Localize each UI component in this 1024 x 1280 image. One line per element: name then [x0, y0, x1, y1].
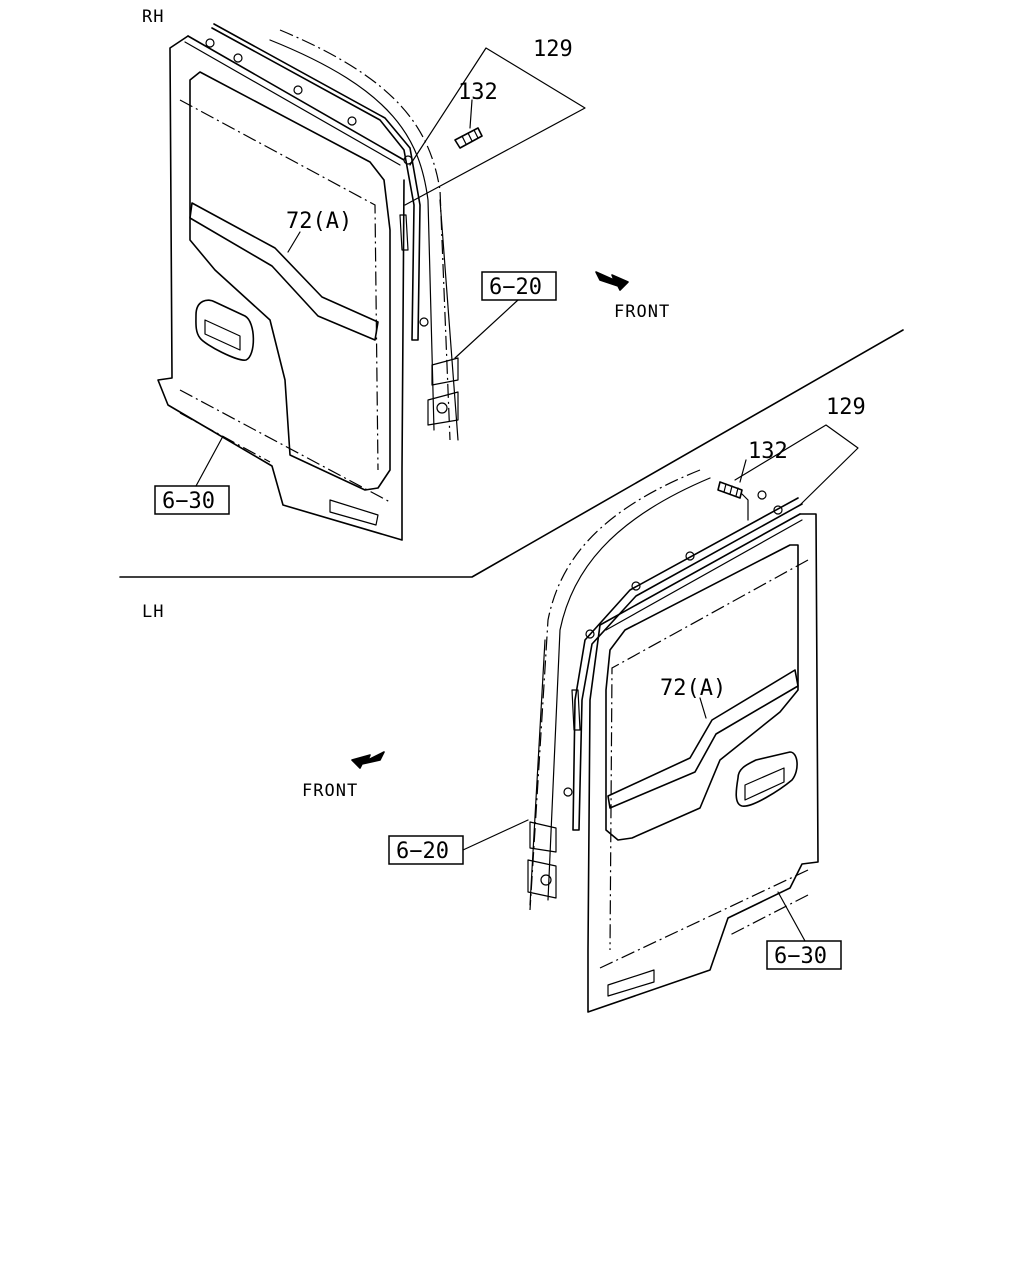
lh-callout-72a: 72(A) — [660, 676, 726, 701]
lh-ref-6-30: 6−30 — [774, 944, 827, 969]
rh-fastener-132 — [454, 99, 483, 149]
rh-callout-129: 129 — [533, 37, 573, 62]
rh-ref-6-30-box[interactable] — [154, 485, 230, 515]
lh-ref-6-20: 6−20 — [396, 839, 449, 864]
rh-callout-72a: 72(A) — [286, 209, 352, 234]
rh-leader-72a — [287, 231, 301, 253]
rh-ref-6-20-box[interactable] — [481, 271, 557, 301]
rh-front-arrow-icon — [595, 271, 629, 291]
rh-ref-6-20: 6−20 — [489, 275, 542, 300]
rh-section-label: RH — [142, 7, 164, 27]
rh-front-label: FRONT — [614, 302, 670, 322]
lh-front-label: FRONT — [302, 781, 358, 801]
lh-leader-6-30 — [777, 891, 806, 942]
rh-leader-6-20 — [454, 299, 519, 359]
rh-callout-132: 132 — [458, 80, 498, 105]
lh-leader-6-20 — [462, 819, 529, 851]
lh-leader-72a — [699, 697, 707, 719]
rh-door — [157, 23, 459, 541]
rh-leader-129 — [404, 47, 586, 206]
lh-door — [527, 469, 819, 1013]
rh-ref-6-30: 6−30 — [162, 489, 215, 514]
lh-belt-moulding — [607, 669, 799, 809]
lh-fastener-132 — [717, 459, 749, 521]
lh-leader-129 — [734, 424, 859, 506]
lh-callout-129: 129 — [826, 395, 866, 420]
rh-belt-moulding — [189, 202, 379, 341]
rh-leader-6-30 — [195, 437, 223, 487]
section-divider — [119, 329, 904, 578]
lh-door-handle — [735, 751, 798, 807]
lh-front-arrow-icon — [351, 751, 385, 769]
lh-section-label: LH — [142, 602, 164, 622]
rh-door-handle — [195, 299, 255, 361]
lh-ref-6-30-box[interactable] — [766, 940, 842, 970]
